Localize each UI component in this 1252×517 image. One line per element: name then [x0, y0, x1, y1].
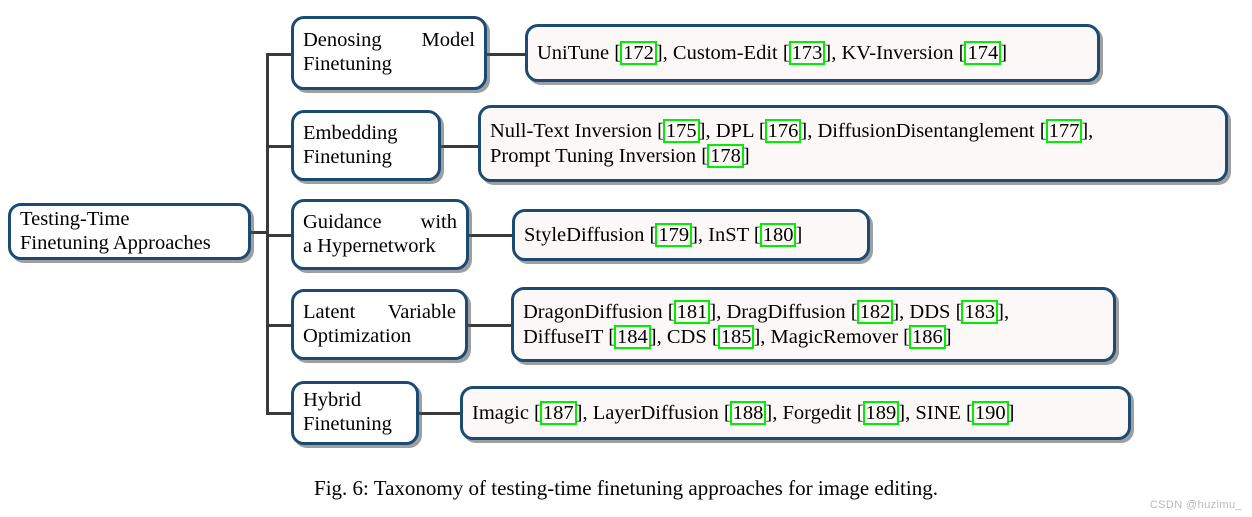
leaf-node-hybrid-finetuning[interactable]: Imagic [187], LayerDiffusion [188], Forg… [460, 386, 1131, 440]
leaf-line: Imagic [187], LayerDiffusion [188], Forg… [472, 400, 1015, 426]
category-node-embedding-finetuning[interactable]: Embedding Finetuning [291, 110, 441, 181]
citation-highlight[interactable]: 181 [673, 299, 711, 325]
leaf-1-text: UniTune [172], Custom-Edit [173], KV-Inv… [537, 40, 1088, 66]
citation-highlight[interactable]: 174 [964, 40, 1002, 66]
citation-highlight[interactable]: 187 [539, 400, 577, 426]
leaf-line: DragonDiffusion [181], DragDiffusion [18… [523, 299, 1010, 325]
citation-highlight[interactable]: 183 [961, 299, 999, 325]
root-node[interactable]: Testing-Time Finetuning Approaches [8, 203, 251, 260]
leaf-line: UniTune [172], Custom-Edit [173], KV-Inv… [537, 40, 1008, 66]
connector-cat5-to-leaf5 [419, 412, 461, 415]
connector-branch-1 [266, 53, 294, 56]
category-2-line-1: Embedding [303, 121, 398, 144]
category-3-line-1: Guidance with [303, 210, 457, 233]
category-3-line-2: a Hypernetwork [303, 234, 436, 257]
citation-highlight[interactable]: 180 [759, 222, 797, 248]
root-line-2: Finetuning Approaches [20, 231, 211, 254]
citation-highlight[interactable]: 185 [717, 324, 755, 349]
connector-cat3-to-leaf3 [469, 234, 513, 237]
category-4-line-1: Latent Variable [303, 300, 456, 323]
connector-cat1-to-leaf1 [486, 53, 526, 56]
citation-highlight[interactable]: 173 [788, 40, 826, 66]
leaf-node-denosing-model-finetuning[interactable]: UniTune [172], Custom-Edit [173], KV-Inv… [525, 24, 1100, 82]
category-5-line-1: Hybrid [303, 389, 362, 412]
leaf-node-embedding-finetuning[interactable]: Null-Text Inversion [175], DPL [176], Di… [478, 105, 1228, 182]
citation-highlight[interactable]: 172 [620, 40, 657, 66]
citation-highlight[interactable]: 178 [707, 143, 744, 168]
citation-highlight[interactable]: 184 [614, 324, 651, 349]
category-node-guidance-with-a-hypernetwork[interactable]: Guidance with a Hypernetwork [291, 199, 469, 270]
citation-highlight[interactable]: 189 [862, 400, 900, 426]
connector-branch-5 [266, 412, 294, 415]
category-node-denosing-model-finetuning[interactable]: Denosing Model Finetuning [291, 16, 487, 90]
figure-caption: Fig. 6: Taxonomy of testing-time finetun… [314, 476, 938, 500]
category-1-line-2: Finetuning [303, 53, 392, 75]
leaf-line: StyleDiffusion [179], InST [180] [524, 222, 803, 248]
category-4-line-2: Optimization [303, 324, 412, 347]
connector-cat2-to-leaf2 [441, 145, 479, 148]
leaf-3-text: StyleDiffusion [179], InST [180] [524, 222, 858, 248]
citation-highlight[interactable]: 182 [856, 299, 894, 325]
citation-highlight[interactable]: 175 [662, 118, 700, 144]
connector-root-to-spine [249, 231, 269, 234]
category-node-hybrid-finetuning[interactable]: Hybrid Finetuning [291, 381, 419, 445]
leaf-line: DiffuseIT [184], CDS [185], MagicRemover… [523, 324, 952, 349]
leaf-2-text: Null-Text Inversion [175], DPL [176], Di… [490, 118, 1216, 169]
citation-highlight[interactable]: 176 [764, 118, 802, 144]
citation-highlight[interactable]: 177 [1045, 118, 1083, 144]
leaf-node-latent-variable-optimization[interactable]: DragonDiffusion [181], DragDiffusion [18… [511, 287, 1116, 362]
leaf-line: Prompt Tuning Inversion [178] [490, 143, 750, 168]
category-2-line-2: Finetuning [303, 145, 392, 168]
leaf-line: Null-Text Inversion [175], DPL [176], Di… [490, 118, 1094, 144]
watermark-label: CSDN @huzimu_ [1149, 499, 1242, 511]
connector-branch-2 [266, 145, 294, 148]
connector-cat4-to-leaf4 [468, 324, 512, 327]
connector-branch-4 [266, 324, 294, 327]
citation-highlight[interactable]: 186 [909, 324, 946, 349]
category-1-line-1: Denosing Model [303, 29, 475, 52]
citation-highlight[interactable]: 188 [729, 400, 767, 426]
citation-highlight[interactable]: 190 [971, 400, 1009, 426]
category-node-latent-variable-optimization[interactable]: Latent Variable Optimization [291, 289, 468, 360]
root-line-1: Testing-Time [20, 207, 130, 230]
category-5-line-2: Finetuning [303, 413, 392, 435]
citation-highlight[interactable]: 179 [655, 222, 693, 248]
connector-branch-3 [266, 234, 294, 237]
leaf-node-guidance-with-a-hypernetwork[interactable]: StyleDiffusion [179], InST [180] [512, 209, 870, 261]
leaf-4-text: DragonDiffusion [181], DragDiffusion [18… [523, 299, 1104, 350]
leaf-5-text: Imagic [187], LayerDiffusion [188], Forg… [472, 400, 1119, 426]
